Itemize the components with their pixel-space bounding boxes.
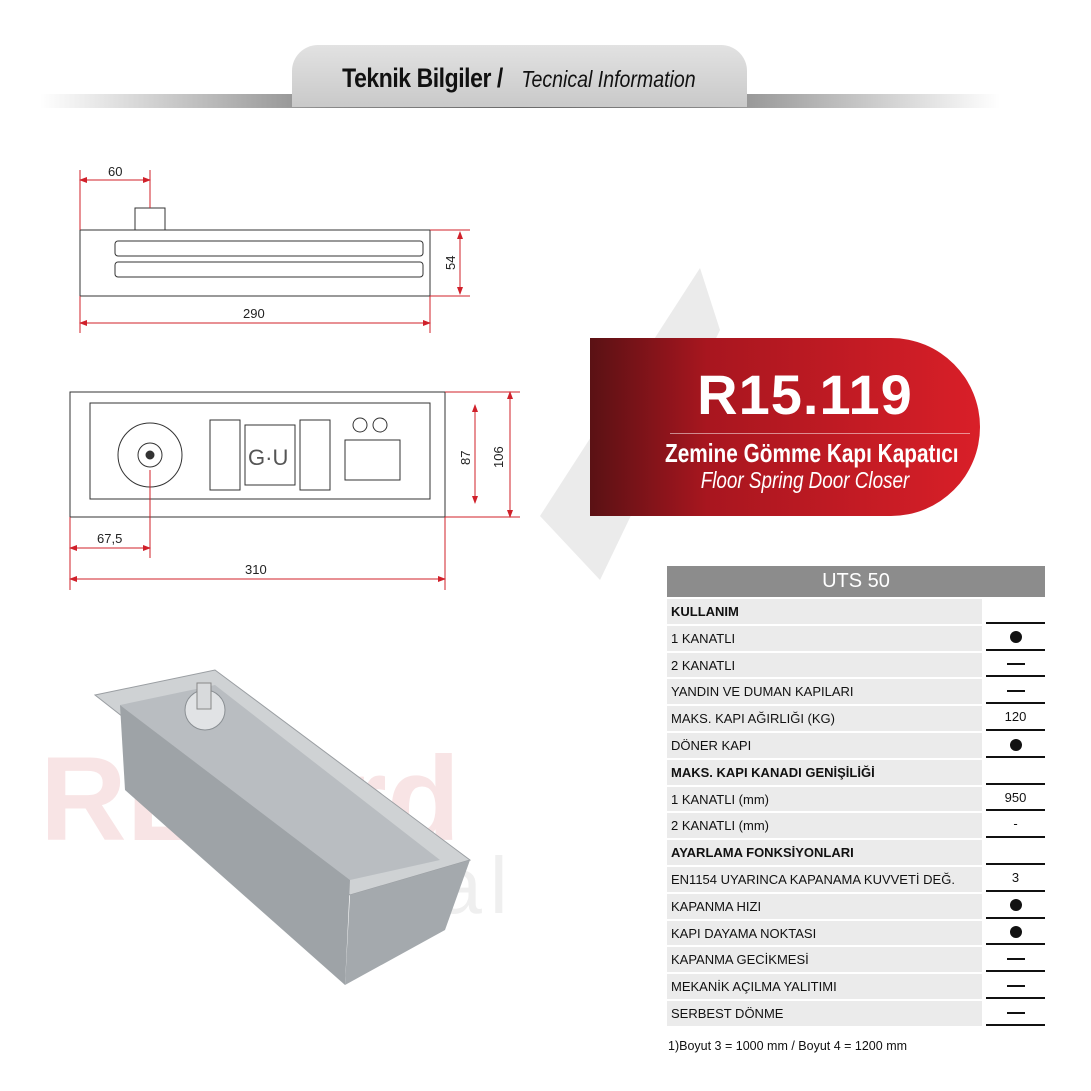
spec-label: KULLANIM — [667, 597, 982, 624]
product-name-en: Floor Spring Door Closer — [700, 467, 910, 493]
spec-label: MAKS. KAPI AĞIRLIĞI (KG) — [667, 704, 982, 731]
spec-row: 1 KANATLI (mm)950 — [667, 784, 1045, 812]
spec-row: MAKS. KAPI KANADI GENİŞİLİĞİ — [667, 757, 1045, 785]
dim-67-5: 67,5 — [97, 531, 122, 546]
product-title-banner: R15.119 Zemine Gömme Kapı Kapatıcı Floor… — [590, 338, 980, 516]
spec-label: KAPI DAYAMA NOKTASI — [667, 918, 982, 946]
spec-row: KAPANMA HIZI — [667, 891, 1045, 919]
top-view-drawing — [79, 207, 431, 297]
plan-view-dimensions — [69, 391, 520, 590]
dash-icon — [1006, 984, 1025, 987]
model-number: R15.119 — [697, 363, 913, 426]
plan-view-drawing: G·U — [69, 391, 446, 518]
spec-label: MAKS. KAPI KANADI GENİŞİLİĞİ — [667, 757, 982, 785]
spec-value — [986, 624, 1045, 651]
filled-dot-icon — [1009, 926, 1022, 939]
dash-icon — [1006, 663, 1025, 666]
filled-dot-icon — [1009, 738, 1022, 751]
dim-60: 60 — [108, 164, 122, 179]
spec-value — [986, 919, 1045, 946]
spec-value — [986, 972, 1045, 999]
product-name-tr: Zemine Gömme Kapı Kapatıcı — [665, 438, 959, 468]
spec-value — [986, 758, 1045, 785]
spec-row: DÖNER KAPI — [667, 730, 1045, 758]
spec-label: SERBEST DÖNME — [667, 998, 982, 1026]
spec-label: 1 KANATLI — [667, 623, 982, 651]
dim-87: 87 — [458, 451, 473, 465]
footnote: 1)Boyut 3 = 1000 mm / Boyut 4 = 1200 mm — [668, 1039, 908, 1053]
dim-290: 290 — [243, 306, 265, 321]
filled-dot-icon — [1009, 631, 1022, 644]
top-view-dimensions — [79, 170, 470, 333]
spec-value — [986, 999, 1045, 1026]
spec-row: EN1154 UYARINCA KAPANAMA KUVVETİ DEĞ.3 — [667, 864, 1045, 892]
dim-54: 54 — [443, 256, 458, 270]
spec-value — [986, 892, 1045, 919]
spec-table-header: UTS 50 — [667, 566, 1045, 597]
spec-row: AYARLAMA FONKSİYONLARI — [667, 838, 1045, 865]
spec-label: MEKANİK AÇILMA YALITIMI — [667, 972, 982, 999]
spec-value: - — [986, 811, 1045, 839]
spec-label: KAPANMA GECİKMESİ — [667, 945, 982, 973]
spec-row: 1 KANATLI — [667, 623, 1045, 651]
spec-value: 120 — [986, 704, 1045, 731]
spec-value — [986, 731, 1045, 758]
spec-row: KULLANIM — [667, 597, 1045, 624]
spec-label: 2 KANATLI (mm) — [667, 811, 982, 839]
spec-label: YANDIN VE DUMAN KAPILARI — [667, 677, 982, 705]
spec-value — [986, 838, 1045, 865]
spec-row: MEKANİK AÇILMA YALITIMI — [667, 972, 1045, 999]
spec-label: EN1154 UYARINCA KAPANAMA KUVVETİ DEĞ. — [667, 864, 982, 892]
spec-value — [986, 651, 1045, 678]
spec-row: MAKS. KAPI AĞIRLIĞI (KG)120 — [667, 704, 1045, 731]
dim-106: 106 — [491, 446, 506, 468]
dim-310: 310 — [245, 562, 267, 577]
header-title-tr: Teknik Bilgiler / — [341, 63, 503, 93]
spec-label: AYARLAMA FONKSİYONLARI — [667, 838, 982, 865]
svg-text:G·U: G·U — [248, 445, 288, 470]
spec-value: 950 — [986, 785, 1045, 812]
spec-row: KAPANMA GECİKMESİ — [667, 945, 1045, 973]
spec-label: 2 KANATLI — [667, 650, 982, 678]
spec-value — [986, 677, 1045, 705]
spec-label: KAPANMA HIZI — [667, 891, 982, 919]
filled-dot-icon — [1009, 899, 1022, 912]
spec-label: DÖNER KAPI — [667, 730, 982, 758]
spec-value — [986, 945, 1045, 973]
dash-icon — [1006, 689, 1025, 692]
banner-divider — [670, 433, 970, 434]
spec-row: 2 KANATLI (mm)- — [667, 811, 1045, 839]
header-title-en: Tecnical Information — [521, 66, 696, 92]
spec-label: 1 KANATLI (mm) — [667, 784, 982, 812]
spec-row: KAPI DAYAMA NOKTASI — [667, 918, 1045, 946]
spec-value: 3 — [986, 865, 1045, 892]
spec-row: SERBEST DÖNME — [667, 998, 1045, 1026]
spec-row: YANDIN VE DUMAN KAPILARI — [667, 677, 1045, 705]
product-photo — [93, 669, 472, 985]
spec-value — [986, 597, 1045, 624]
dash-icon — [1006, 957, 1025, 960]
section-header: Teknik Bilgiler / Tecnical Information — [292, 45, 747, 107]
dash-icon — [1006, 1011, 1025, 1014]
spec-row: 2 KANATLI — [667, 650, 1045, 678]
